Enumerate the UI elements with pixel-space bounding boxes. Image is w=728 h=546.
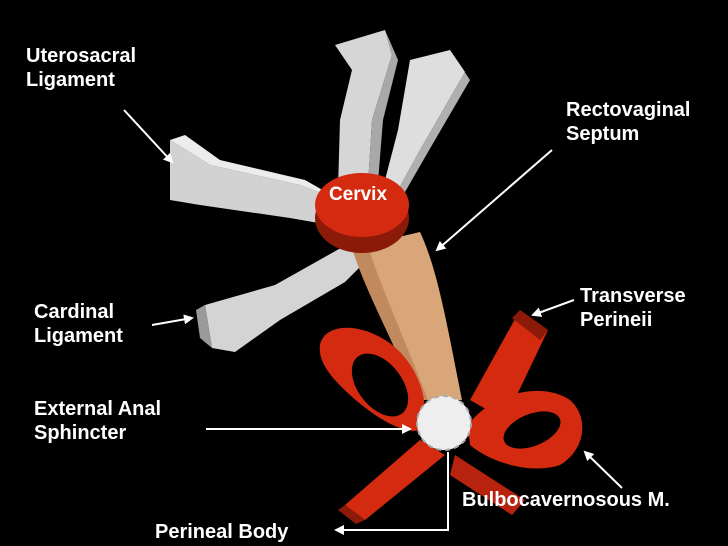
cardinal-ligament-label: Cardinal Ligament bbox=[34, 300, 123, 348]
perineal-body-label: Perineal Body bbox=[155, 520, 288, 544]
transverse-perineii-label: Transverse Perineii bbox=[580, 284, 686, 332]
uterosacral-ligament-label: Uterosacral Ligament bbox=[26, 44, 136, 92]
arrow-uterosacral bbox=[123, 109, 174, 164]
arrow-bulbocavernosous bbox=[583, 450, 623, 489]
uterosacral-ligament-shape bbox=[335, 30, 470, 192]
transverse-line-2: Perineii bbox=[580, 309, 653, 331]
rectovaginal-septum-shape bbox=[352, 232, 462, 400]
perineal-body-text: Perineal Body bbox=[155, 521, 289, 543]
transverse-line-1: Transverse bbox=[580, 285, 686, 307]
cervix-label: Cervix bbox=[329, 184, 388, 205]
cardinal-line-2: Ligament bbox=[34, 325, 123, 347]
muscle-shapes bbox=[319, 310, 583, 524]
bulbocavernosous-label: Bulbocavernosous M. bbox=[462, 488, 670, 512]
arrow-transverse bbox=[531, 299, 575, 317]
cardinal-ligament-shape bbox=[170, 135, 372, 352]
cardinal-line-1: Cardinal bbox=[34, 301, 115, 323]
external-anal-line-2: Sphincter bbox=[34, 422, 127, 444]
rectovaginal-line-1: Rectovaginal bbox=[566, 99, 691, 121]
cervix-shape: Cervix bbox=[315, 173, 409, 253]
pointer-arrows bbox=[123, 109, 623, 535]
arrow-rectovaginal bbox=[435, 149, 553, 252]
rectovaginal-septum-label: Rectovaginal Septum bbox=[566, 98, 690, 146]
external-anal-sphincter-label: External Anal Sphincter bbox=[34, 397, 161, 445]
bulbocavernosous-text: Bulbocavernosous M. bbox=[462, 489, 670, 511]
external-anal-line-1: External Anal bbox=[34, 398, 162, 420]
rectovaginal-line-2: Septum bbox=[566, 123, 640, 145]
arrow-cardinal bbox=[151, 314, 194, 326]
uterosacral-line-1: Uterosacral bbox=[26, 45, 137, 67]
uterosacral-line-2: Ligament bbox=[26, 69, 115, 91]
perineal-body-shape bbox=[416, 395, 472, 451]
arrow-perineal-body bbox=[334, 452, 449, 535]
